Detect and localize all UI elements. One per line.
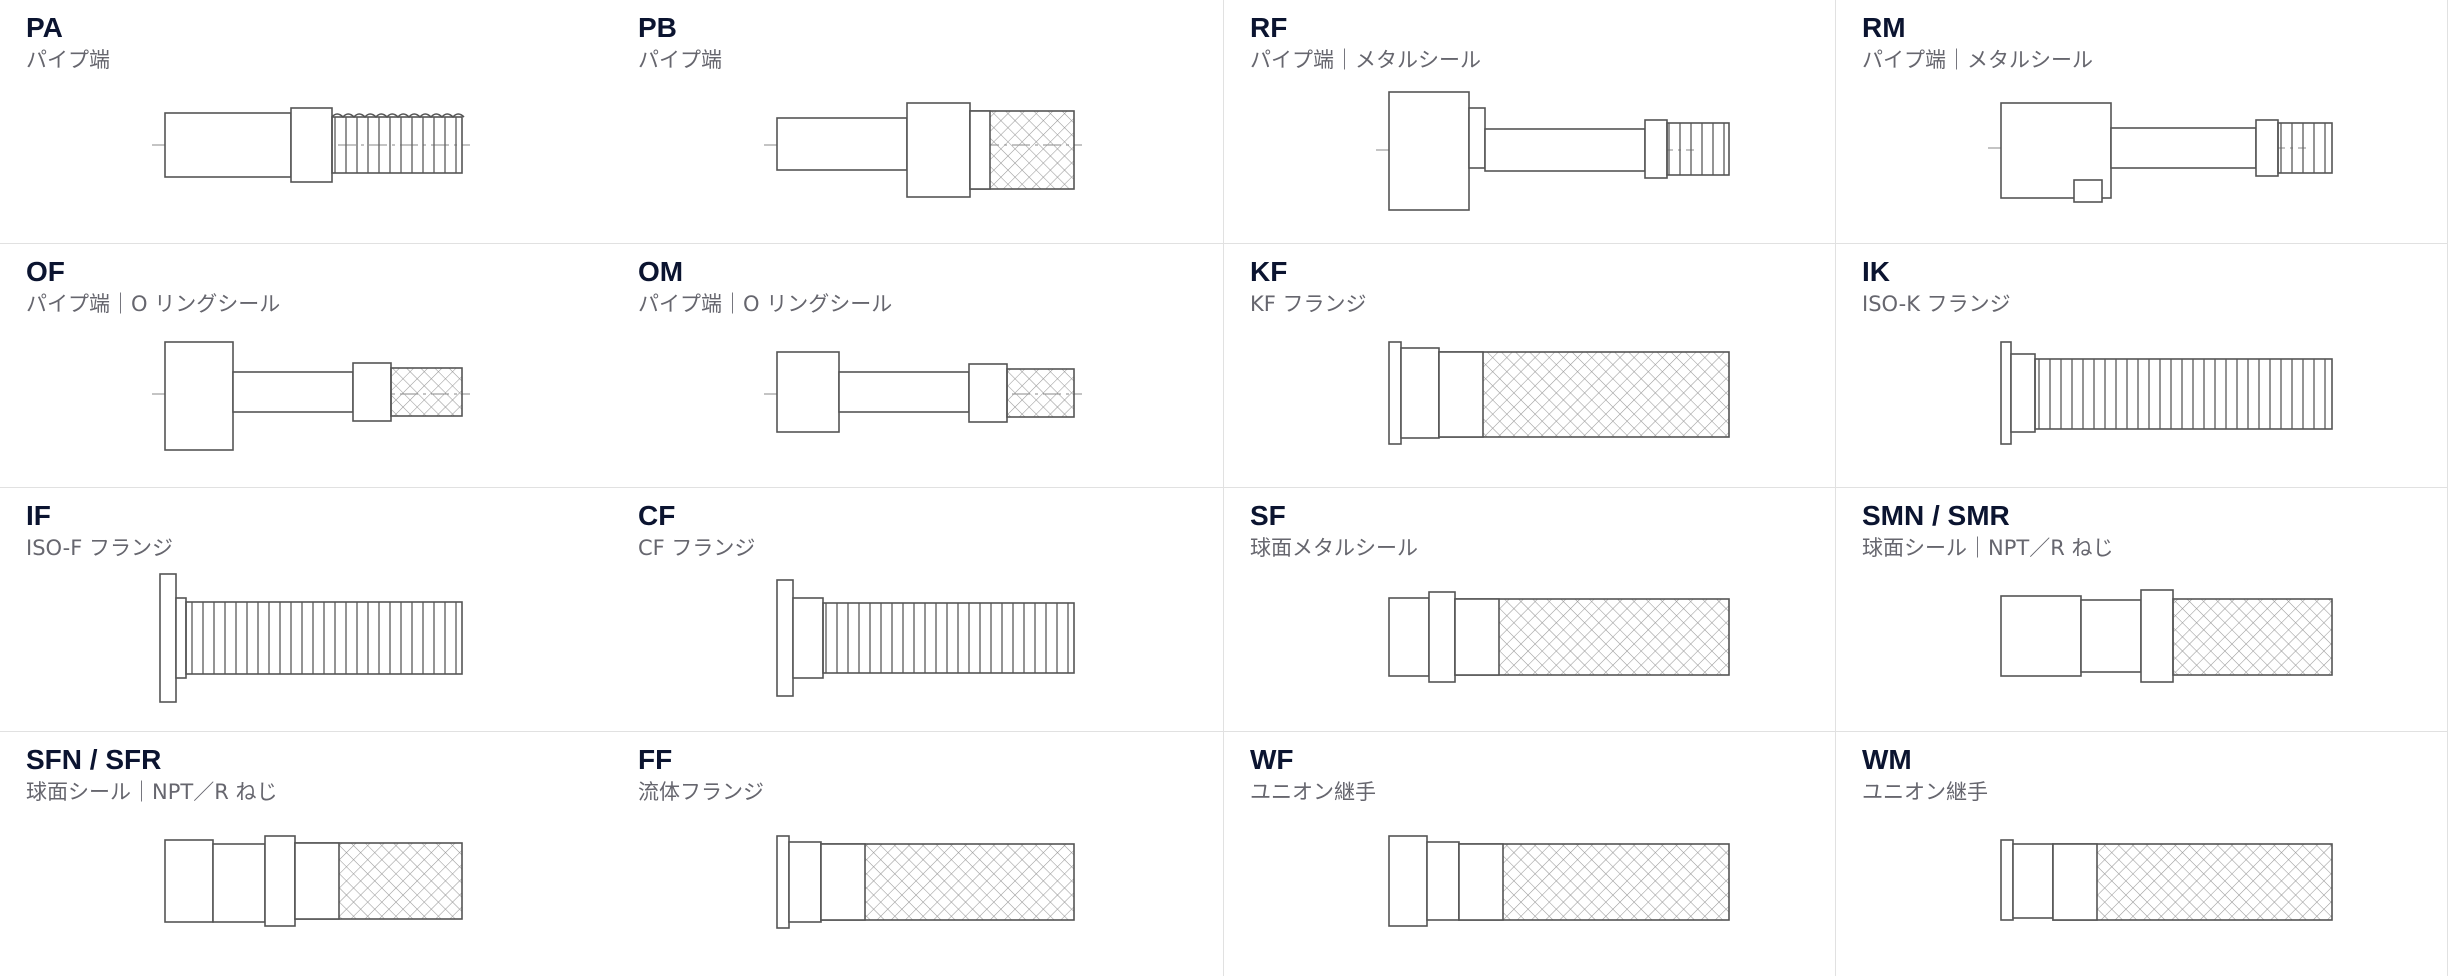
- fitting-drawing-ik: [2000, 341, 2333, 445]
- fitting-cell-of[interactable]: OF パイプ端｜O リングシール: [0, 244, 612, 488]
- fitting-drawing-pb: [764, 102, 1082, 198]
- fitting-drawing: [1836, 732, 2448, 976]
- fitting-description: ユニオン継手: [1250, 780, 1376, 804]
- fitting-cell-sf[interactable]: SF 球面メタルシール: [1224, 488, 1836, 732]
- fitting-cell-wm[interactable]: WM ユニオン継手: [1836, 732, 2448, 976]
- fitting-drawing-sfn-sfr: [164, 835, 463, 927]
- fitting-code: SF: [1250, 500, 1286, 531]
- fitting-code: RF: [1250, 12, 1288, 43]
- fitting-code: SFN / SFR: [26, 744, 162, 775]
- fitting-cell-cf[interactable]: CF CF フランジ: [612, 488, 1224, 732]
- fitting-code: IK: [1862, 256, 1890, 287]
- fitting-code: FF: [638, 744, 673, 775]
- fitting-drawing-sf: [1388, 591, 1730, 683]
- fitting-description: 流体フランジ: [638, 780, 764, 804]
- fitting-drawing: [612, 0, 1224, 244]
- fitting-cell-ff[interactable]: FF 流体フランジ: [612, 732, 1224, 976]
- fitting-cell-smn-smr[interactable]: SMN / SMR 球面シール｜NPT／R ねじ: [1836, 488, 2448, 732]
- fitting-description: パイプ端: [638, 48, 722, 72]
- fitting-code: WM: [1862, 744, 1912, 775]
- fitting-drawing: [612, 732, 1224, 976]
- fitting-description: パイプ端｜O リングシール: [638, 292, 893, 316]
- fitting-cell-kf[interactable]: KF KF フランジ: [1224, 244, 1836, 488]
- fitting-description: CF フランジ: [638, 536, 756, 560]
- fitting-description: パイプ端｜メタルシール: [1862, 48, 2093, 72]
- fitting-code: KF: [1250, 256, 1288, 287]
- fitting-drawing-if: [159, 573, 463, 703]
- fitting-drawing: [1224, 0, 1836, 244]
- fitting-drawing: [1224, 488, 1836, 732]
- fitting-cell-pb[interactable]: PB パイプ端: [612, 0, 1224, 244]
- fitting-drawing-pa: [152, 107, 470, 183]
- fitting-drawing-kf: [1388, 341, 1730, 445]
- fitting-description: KF フランジ: [1250, 292, 1367, 316]
- fitting-code: OF: [26, 256, 65, 287]
- fitting-code: PA: [26, 12, 63, 43]
- fitting-description: パイプ端｜O リングシール: [26, 292, 281, 316]
- fitting-drawing: [0, 732, 612, 976]
- fitting-drawing: [1836, 0, 2448, 244]
- fitting-description: 球面メタルシール: [1250, 536, 1418, 560]
- fitting-drawing: [612, 488, 1224, 732]
- fitting-drawing: [1224, 732, 1836, 976]
- fitting-drawing-of: [152, 341, 470, 451]
- fitting-drawing-om: [764, 351, 1082, 433]
- fitting-cell-ik[interactable]: IK ISO-K フランジ: [1836, 244, 2448, 488]
- fitting-description: ISO-F フランジ: [26, 536, 173, 560]
- fitting-cell-wf[interactable]: WF ユニオン継手: [1224, 732, 1836, 976]
- fitting-description: パイプ端｜メタルシール: [1250, 48, 1481, 72]
- fitting-cell-om[interactable]: OM パイプ端｜O リングシール: [612, 244, 1224, 488]
- fitting-description: 球面シール｜NPT／R ねじ: [1862, 536, 2114, 560]
- fitting-drawing-rf: [1376, 91, 1730, 211]
- fitting-drawing-ff: [776, 835, 1075, 929]
- fitting-drawing-cf: [776, 579, 1075, 697]
- fitting-code: PB: [638, 12, 677, 43]
- fitting-code: WF: [1250, 744, 1294, 775]
- fitting-description: ISO-K フランジ: [1862, 292, 2011, 316]
- fitting-drawing: [1224, 244, 1836, 488]
- fitting-code: IF: [26, 500, 51, 531]
- fitting-description: パイプ端: [26, 48, 110, 72]
- fitting-cell-if[interactable]: IF ISO-F フランジ: [0, 488, 612, 732]
- fitting-drawing-wm: [2000, 839, 2333, 921]
- fitting-code: SMN / SMR: [1862, 500, 2010, 531]
- fitting-code: RM: [1862, 12, 1906, 43]
- fitting-description: ユニオン継手: [1862, 780, 1988, 804]
- fitting-drawing: [0, 488, 612, 732]
- fitting-drawing-wf: [1388, 835, 1730, 927]
- fitting-description: 球面シール｜NPT／R ねじ: [26, 780, 278, 804]
- fitting-drawing: [612, 244, 1224, 488]
- fitting-drawing-rm: [1988, 102, 2333, 203]
- fitting-drawing-smn-smr: [2000, 589, 2333, 683]
- fitting-code: OM: [638, 256, 684, 287]
- fitting-drawing: [1836, 488, 2448, 732]
- fitting-cell-rf[interactable]: RF パイプ端｜メタルシール: [1224, 0, 1836, 244]
- fitting-drawing: [0, 0, 612, 244]
- fitting-cell-sfn-sfr[interactable]: SFN / SFR 球面シール｜NPT／R ねじ: [0, 732, 612, 976]
- fitting-code: CF: [638, 500, 676, 531]
- fitting-drawing: [0, 244, 612, 488]
- fitting-cell-pa[interactable]: PA パイプ端: [0, 0, 612, 244]
- fitting-drawing: [1836, 244, 2448, 488]
- fitting-cell-rm[interactable]: RM パイプ端｜メタルシール: [1836, 0, 2448, 244]
